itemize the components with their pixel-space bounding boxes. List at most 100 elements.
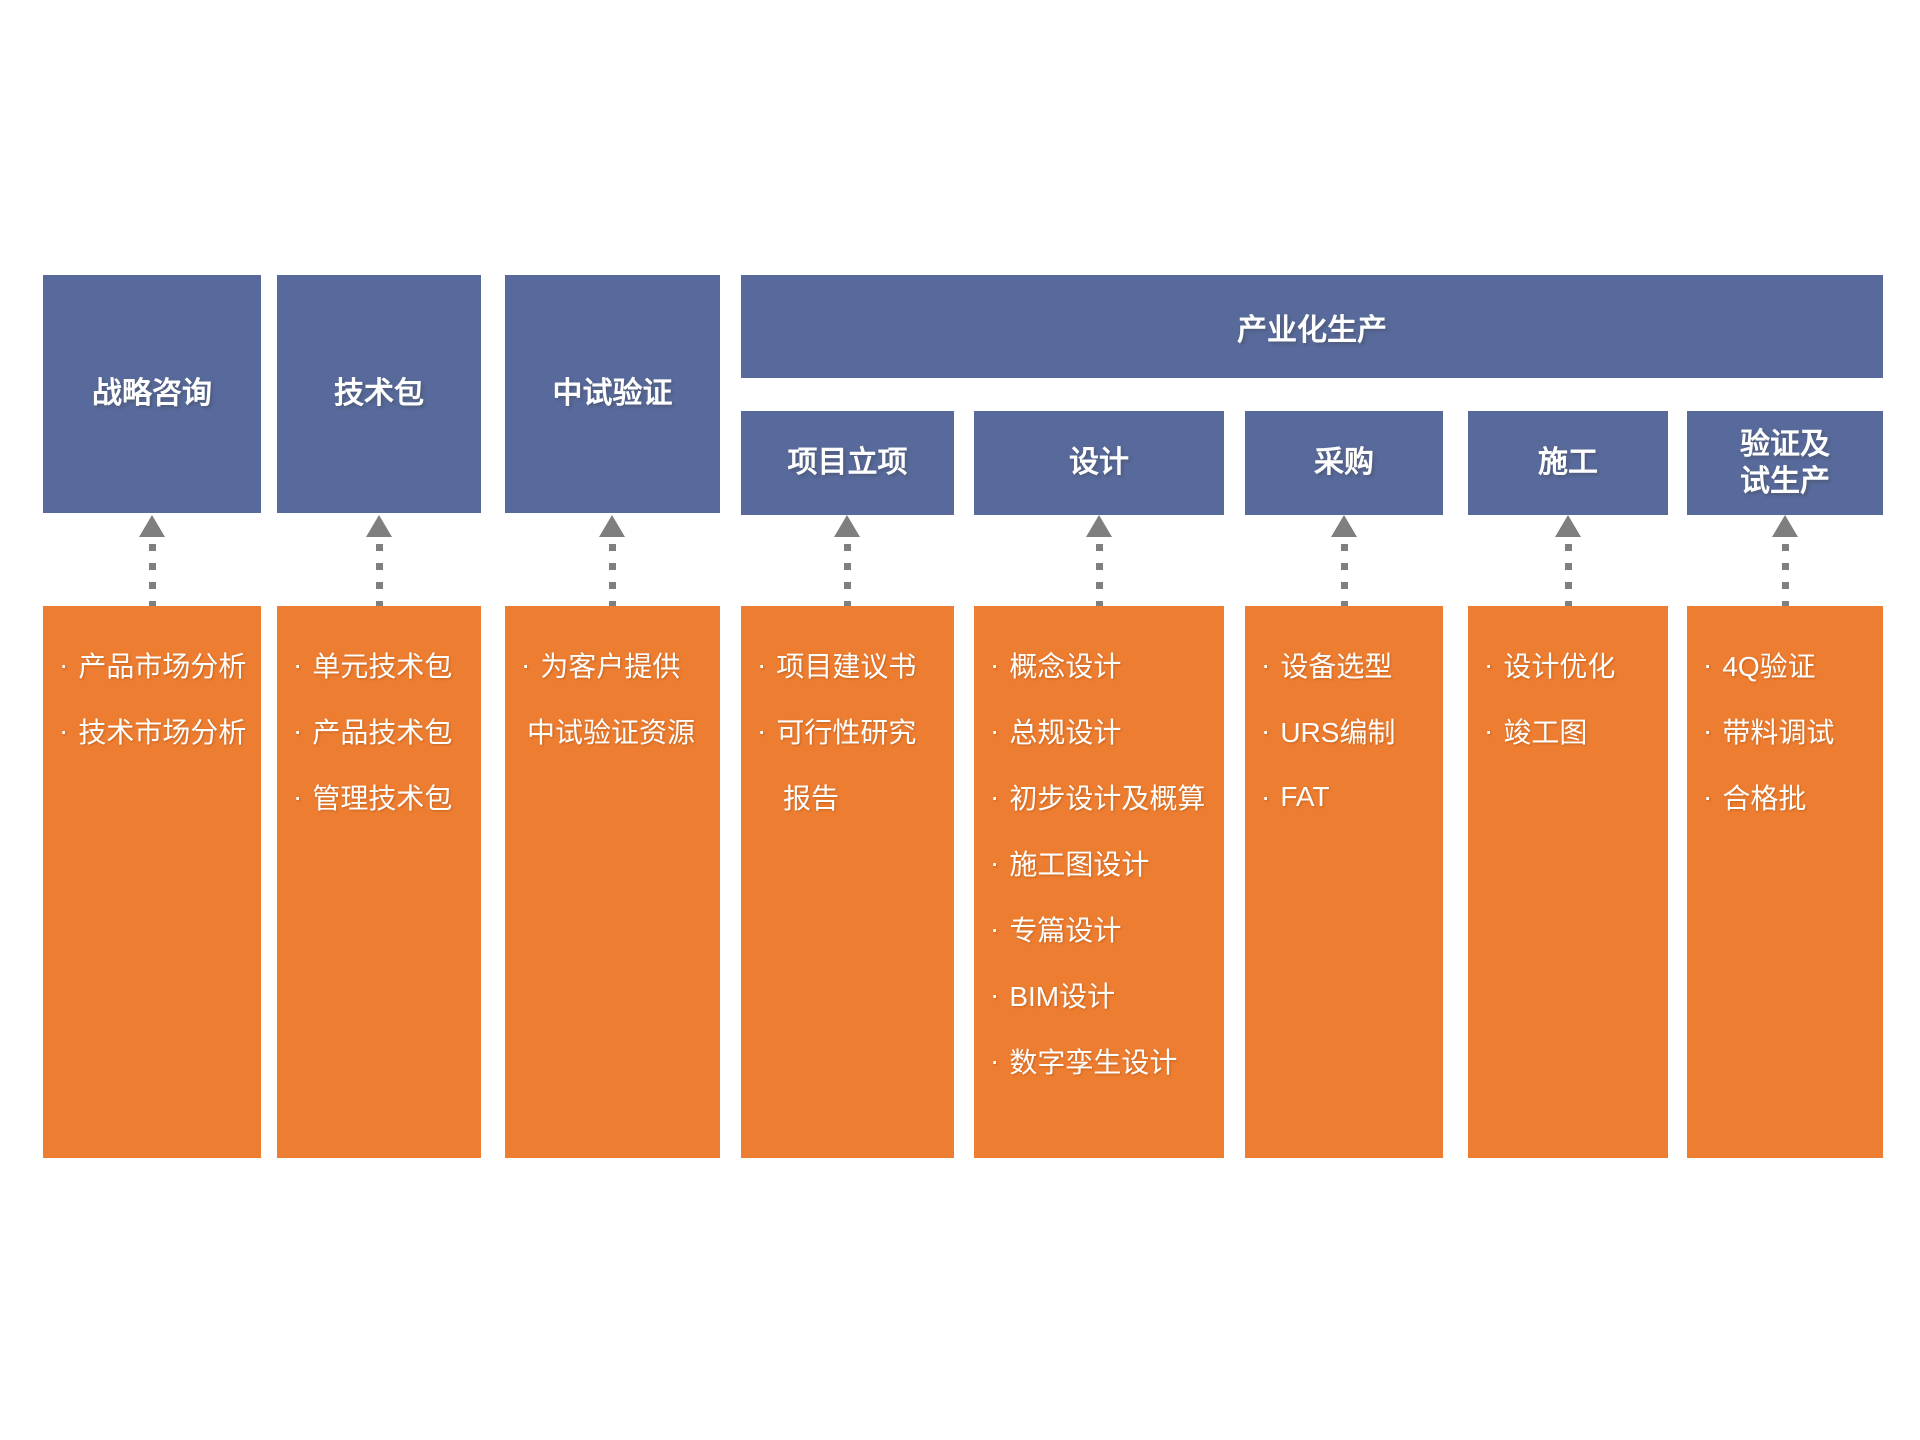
bullet-dot-icon: · [59, 649, 69, 680]
list-item-text: 总规设计 [1009, 717, 1122, 748]
list-item: · 带料调试 [1703, 698, 1871, 764]
arrow-dotted-line [843, 544, 851, 606]
arrow-dotted-line [1781, 544, 1789, 606]
bullet-dot-icon: · [990, 913, 1000, 944]
list-item: · 单元技术包 [293, 632, 469, 698]
bullet-dot-icon: · [1703, 781, 1713, 812]
arrow-dotted-line [148, 544, 156, 606]
header-label: 技术包 [334, 377, 424, 411]
list-item-text: BIM设计 [1009, 981, 1116, 1012]
bullet-dot-icon: · [59, 715, 69, 746]
banner-industrial-production: 产业化生产 [741, 275, 1883, 378]
list-item: · BIM设计 [990, 962, 1212, 1028]
list-item: · 技术市场分析 [59, 698, 249, 764]
header-box-verification-trial-production: 验证及 试生产 [1687, 411, 1883, 515]
up-arrow-icon [1555, 515, 1581, 606]
header-box-pilot-verification: 中试验证 [505, 275, 720, 513]
bullet-dot-icon: · [990, 979, 1000, 1010]
up-arrow-icon [1331, 515, 1357, 606]
header-label: 采购 [1314, 446, 1374, 480]
list-item-text: 单元技术包 [312, 651, 453, 682]
up-arrow-icon [599, 515, 625, 606]
arrow-head-icon [834, 515, 860, 537]
list-item-text: 带料调试 [1722, 717, 1835, 748]
list-item: ·初步设计及概算 [990, 764, 1212, 830]
list-item-text: 为客户提供 [540, 651, 681, 682]
bullet-dot-icon: · [1484, 649, 1494, 680]
arrow-dotted-line [375, 544, 383, 606]
arrow-head-icon [366, 515, 392, 537]
header-box-design: 设计 [974, 411, 1224, 515]
bullet-dot-icon: · [1261, 781, 1271, 812]
list-item-text: 合格批 [1722, 783, 1807, 814]
header-label: 战略咨询 [92, 377, 212, 411]
panel-construction: ·设计优化·竣工图 [1468, 606, 1668, 1158]
bullet-dot-icon: · [1261, 715, 1271, 746]
list-item-text: 可行性研究 [776, 717, 917, 748]
bullet-dot-icon: · [990, 781, 1000, 812]
list-item-text: 设备选型 [1280, 651, 1393, 682]
banner-label: 产业化生产 [1237, 313, 1387, 347]
list-item: ·为客户提供 [521, 632, 708, 698]
panel-project-initiation: ·项目建议书·可行性研究报告 [741, 606, 954, 1158]
list-item: · FAT [1261, 764, 1431, 830]
arrow-head-icon [1555, 515, 1581, 537]
panel-design: ·概念设计·总规设计·初步设计及概算·施工图设计·专篇设计·BIM设计·数字孪生… [974, 606, 1224, 1158]
header-label: 设计 [1069, 446, 1129, 480]
list-item-text: 技术市场分析 [78, 717, 247, 748]
header-box-technology-package: 技术包 [277, 275, 481, 513]
list-item-text: 概念设计 [1009, 651, 1122, 682]
up-arrow-icon [1772, 515, 1798, 606]
list-item-text: 施工图设计 [1009, 849, 1150, 880]
list-item: ·URS编制 [1261, 698, 1431, 764]
panel-strategy-consulting: · 产品市场分析 · 技术市场分析 [43, 606, 261, 1158]
arrow-dotted-line [1564, 544, 1572, 606]
panel-procurement: ·设备选型·URS编制·FAT [1245, 606, 1443, 1158]
bullet-dot-icon: · [1484, 715, 1494, 746]
arrow-head-icon [1086, 515, 1112, 537]
list-item-text: 报告 [783, 783, 840, 814]
header-box-procurement: 采购 [1245, 411, 1443, 515]
list-item: · 4Q验证 [1703, 632, 1871, 698]
list-item-text: 管理技术包 [312, 783, 453, 814]
header-box-project-initiation: 项目立项 [741, 411, 954, 515]
up-arrow-icon [366, 515, 392, 606]
arrow-dotted-line [1340, 544, 1348, 606]
bullet-dot-icon: · [1703, 649, 1713, 680]
list-item: · 可行性研究 [757, 698, 942, 764]
list-item: 报告 [783, 764, 942, 830]
panel-verification-trial-production: · 4Q验证 · 带料调试 · 合格批 [1687, 606, 1883, 1158]
up-arrow-icon [1086, 515, 1112, 606]
list-item: · 数字孪生设计 [990, 1028, 1212, 1094]
list-item-text: 产品市场分析 [78, 651, 247, 682]
bullet-dot-icon: · [990, 847, 1000, 878]
bullet-dot-icon: · [293, 649, 303, 680]
arrow-head-icon [1772, 515, 1798, 537]
arrow-head-icon [139, 515, 165, 537]
bullet-dot-icon: · [990, 1045, 1000, 1076]
arrow-head-icon [1331, 515, 1357, 537]
bullet-dot-icon: · [757, 649, 767, 680]
bullet-dot-icon: · [757, 715, 767, 746]
list-item-text: 数字孪生设计 [1009, 1047, 1178, 1078]
list-item-text: FAT [1280, 781, 1330, 812]
bullet-dot-icon: · [1261, 649, 1271, 680]
header-label: 施工 [1538, 446, 1598, 480]
list-item: 中试验证资源 [527, 698, 708, 764]
header-label: 验证及 试生产 [1740, 427, 1830, 499]
up-arrow-icon [834, 515, 860, 606]
list-item: · 产品技术包 [293, 698, 469, 764]
list-item-text: 4Q验证 [1722, 651, 1816, 682]
list-item: · 设计优化 [1484, 632, 1656, 698]
panel-pilot-verification: ·为客户提供中试验证资源 [505, 606, 720, 1158]
bullet-dot-icon: · [1703, 715, 1713, 746]
bullet-dot-icon: · [293, 715, 303, 746]
list-item-text: 设计优化 [1503, 651, 1616, 682]
header-box-strategy-consulting: 战略咨询 [43, 275, 261, 513]
list-item-text: 产品技术包 [312, 717, 453, 748]
list-item: ·专篇设计 [990, 896, 1212, 962]
arrow-dotted-line [608, 544, 616, 606]
panel-technology-package: ·单元技术包·产品技术包·管理技术包 [277, 606, 481, 1158]
arrow-head-icon [599, 515, 625, 537]
